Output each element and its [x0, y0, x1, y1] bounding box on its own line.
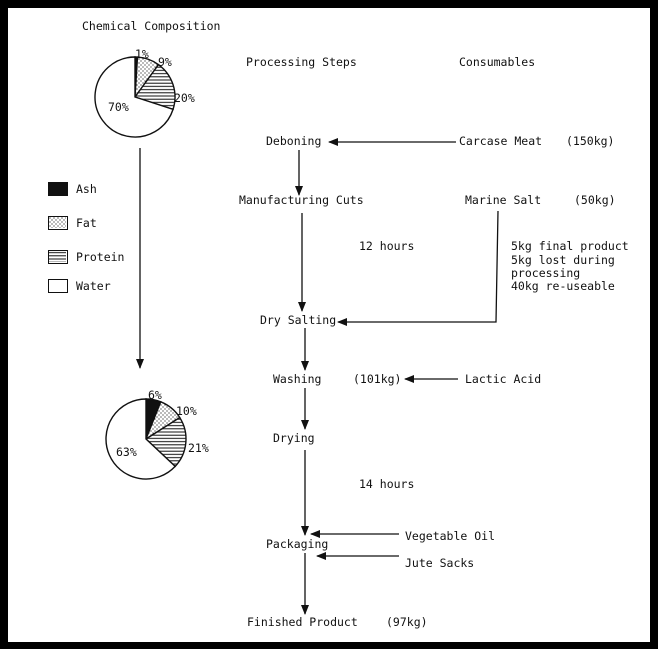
consumable-jute-sacks: Jute Sacks [405, 556, 475, 570]
pie-after-water-label: 63% [116, 445, 137, 459]
step-manufacturing-cuts: Manufacturing Cuts [239, 193, 364, 207]
pie-before-ash-label: 1% [135, 47, 149, 61]
step-deboning: Deboning [266, 134, 322, 148]
weight-finished-product: (97kg) [386, 615, 428, 629]
weight-after-washing: (101kg) [353, 372, 402, 386]
pie-after-protein-label: 21% [188, 441, 209, 455]
pie-chart-before-processing [94, 56, 176, 138]
pie-after-slice-protein [144, 416, 187, 468]
arrow-marine-salt-input [337, 210, 499, 326]
pie-chart-after-processing [105, 398, 187, 480]
step-washing: Washing [273, 372, 322, 386]
pie-after-fat-label: 10% [176, 404, 197, 418]
diagram-canvas: Chemical Composition 1% 9% 20% 70% 6% 10… [8, 8, 650, 642]
salt-note-line: 5kg lost during [511, 253, 615, 267]
legend-ash-label: Ash [76, 182, 97, 196]
step-finished-product: Finished Product [247, 615, 358, 629]
legend-protein-swatch [48, 250, 68, 264]
consumables-header: Consumables [459, 55, 536, 69]
consumable-vegetable-oil: Vegetable Oil [405, 529, 496, 543]
processing-steps-header: Processing Steps [246, 55, 357, 69]
diagram-graphics [94, 56, 499, 615]
pie-before-fat-label: 9% [158, 55, 172, 69]
salt-note-line: 40kg re-useable [511, 279, 615, 293]
pie-before-slice-water [94, 56, 174, 138]
legend-protein-label: Protein [76, 250, 125, 264]
consumable-marine-salt: Marine Salt [465, 193, 542, 207]
salt-note-line: processing [511, 266, 581, 280]
chemical-composition-title: Chemical Composition [82, 19, 221, 33]
legend-ash-swatch [48, 182, 68, 196]
pie-before-water-label: 70% [108, 100, 129, 114]
step-dry-salting: Dry Salting [260, 313, 337, 327]
salting-duration: 12 hours [359, 239, 415, 253]
legend-fat-label: Fat [76, 216, 97, 230]
legend-water-label: Water [76, 279, 111, 293]
pie-before-slice-protein [133, 63, 176, 111]
pie-after-ash-label: 6% [148, 388, 162, 402]
step-packaging: Packaging [266, 537, 329, 551]
consumable-carcase-meat: Carcase Meat [459, 134, 543, 148]
drying-duration: 14 hours [359, 477, 415, 491]
step-drying: Drying [273, 431, 315, 445]
consumable-lactic-acid: Lactic Acid [465, 372, 542, 386]
pie-after-slice-water [105, 398, 177, 480]
salt-note-line: 5kg final product [511, 239, 629, 253]
pie-before-protein-label: 20% [174, 91, 195, 105]
legend-water-swatch [48, 279, 68, 293]
legend-fat-swatch [48, 216, 68, 230]
consumable-carcase-meat-amount: (150kg) [566, 134, 615, 148]
consumable-marine-salt-amount: (50kg) [574, 193, 616, 207]
